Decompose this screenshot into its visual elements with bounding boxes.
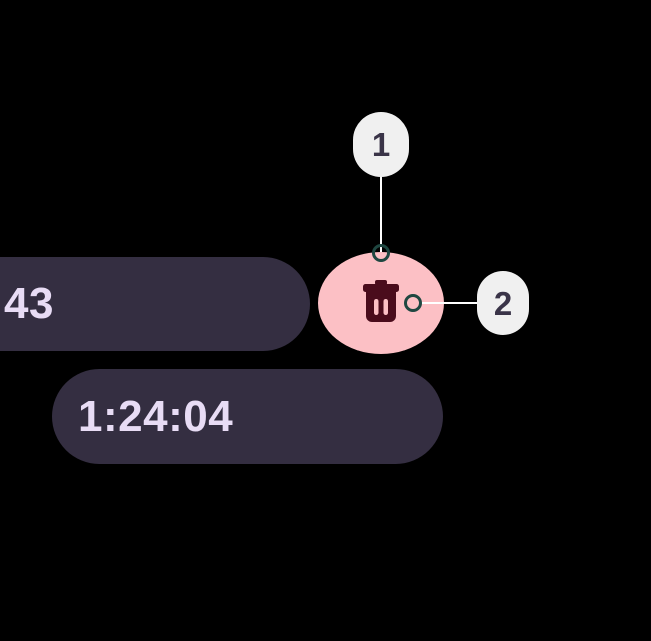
count-pill[interactable]: 43: [0, 257, 310, 351]
annotation-marker-1-label: 1: [371, 126, 391, 163]
count-pill-label: 43: [4, 279, 54, 328]
annotation-anchor-dot-2: [404, 294, 422, 312]
annotation-marker-2[interactable]: 2: [477, 271, 529, 335]
duration-pill-label: 1:24:04: [78, 391, 234, 441]
annotation-marker-2-label: 2: [493, 284, 513, 322]
duration-pill[interactable]: 1:24:04: [52, 369, 443, 464]
annotation-marker-1[interactable]: 1: [353, 112, 409, 177]
annotation-anchor-dot-1: [372, 244, 390, 262]
annotation-connector-1: [380, 176, 382, 252]
trash-icon: [363, 280, 399, 322]
annotation-connector-2: [420, 302, 478, 304]
